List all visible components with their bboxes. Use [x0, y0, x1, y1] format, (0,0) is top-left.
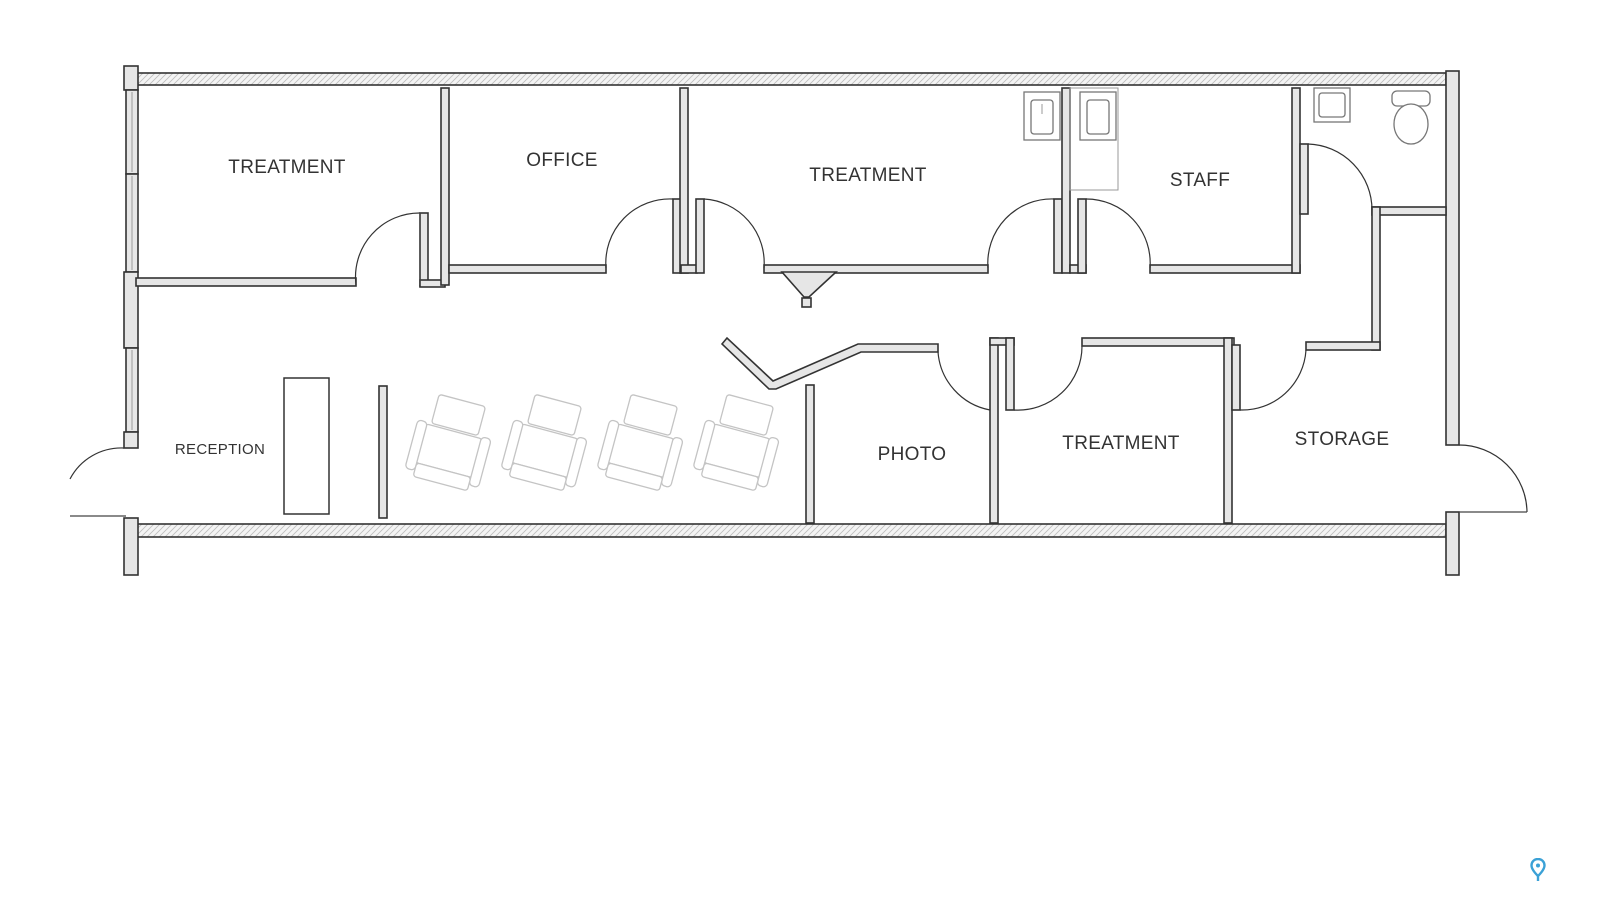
room-label-treatment-2: TREATMENT — [809, 165, 926, 186]
chair-icon — [693, 394, 780, 491]
east-wall — [1445, 70, 1460, 446]
door-swing-entrance-east — [1458, 444, 1528, 513]
door-swing-treatment-3 — [1013, 345, 1083, 411]
door-swing-entrance-west — [69, 447, 125, 480]
location-pin-icon[interactable] — [1530, 858, 1546, 882]
sink-icon — [1313, 87, 1351, 123]
chair-icon — [501, 394, 588, 491]
door-swing-treatment-2-east — [987, 198, 1055, 269]
interior-walls — [135, 87, 1447, 524]
door-swing-treatment-1 — [354, 212, 421, 286]
chair-icon — [405, 394, 492, 491]
door-swing-staff — [1085, 198, 1151, 269]
north-exterior-wall — [135, 72, 1447, 86]
room-label-staff: STAFF — [1170, 170, 1230, 191]
room-labels: TREATMENT OFFICE TREATMENT STAFF RECEPTI… — [175, 150, 1389, 465]
room-label-storage: STORAGE — [1295, 429, 1390, 450]
room-label-reception: RECEPTION — [175, 441, 265, 458]
exterior-walls — [123, 65, 1460, 576]
sink-icon — [1023, 91, 1061, 141]
room-label-treatment-3: TREATMENT — [1062, 433, 1179, 454]
doors — [69, 143, 1528, 517]
west-wall-bottom-post — [123, 517, 139, 576]
door-swing-washroom — [1307, 143, 1373, 211]
door-swing-storage — [1239, 349, 1307, 411]
room-label-office: OFFICE — [526, 150, 597, 171]
sink-icon — [1069, 87, 1119, 191]
chair-icon — [597, 394, 684, 491]
south-exterior-wall — [135, 523, 1447, 538]
east-wall-bottom-post — [1445, 511, 1460, 576]
door-swing-office — [605, 198, 674, 269]
reception-desk — [283, 377, 330, 515]
fixtures — [283, 87, 1431, 515]
west-wall-post — [123, 65, 139, 91]
door-swing-photo — [937, 351, 991, 411]
waiting-chairs — [405, 394, 780, 491]
room-label-photo: PHOTO — [878, 444, 947, 465]
west-wall-lower-post — [123, 431, 139, 449]
door-swing-treatment-2 — [703, 198, 765, 269]
room-label-treatment-1: TREATMENT — [228, 157, 345, 178]
toilet-icon — [1391, 90, 1431, 145]
